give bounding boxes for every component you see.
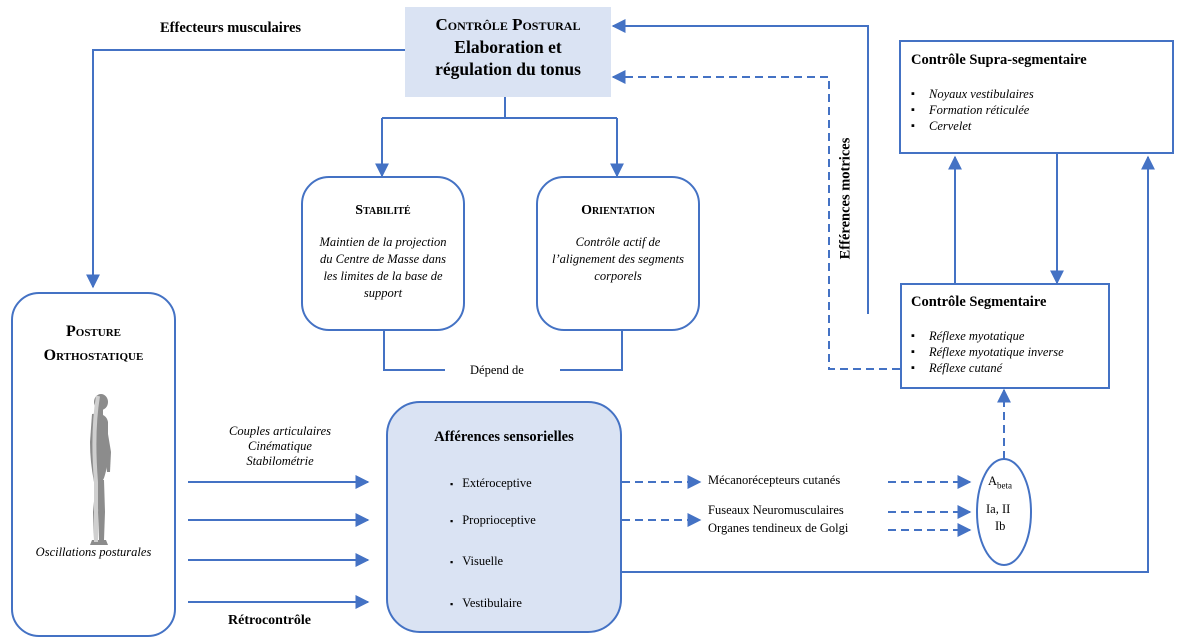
retrocontrole-label: Rétrocontrôle bbox=[228, 613, 311, 628]
posture-box: Posture Orthostatique Oscillations postu… bbox=[11, 292, 176, 637]
efferences-label: Efférences motrices bbox=[837, 137, 854, 260]
posture-title-2: Orthostatique bbox=[43, 347, 144, 364]
segmentaire-box: Contrôle Segmentaire Réflexe myotatique … bbox=[900, 283, 1110, 389]
controle-postural-line1: Elaboration et bbox=[454, 37, 562, 57]
posture-title-1: Posture bbox=[65, 323, 121, 340]
orientation-box: Orientation Contrôle actif de l’aligneme… bbox=[536, 176, 700, 331]
controle-postural-line2: régulation du tonus bbox=[435, 59, 581, 79]
oscillations-label: Oscillations posturales bbox=[35, 545, 152, 559]
afferences-item-2: ▪Proprioceptive bbox=[450, 513, 536, 527]
inputs-label: Couples articulaires Cinématique Stabilo… bbox=[190, 424, 370, 469]
stabilite-text: Maintien de la projection du Centre de M… bbox=[319, 235, 447, 300]
list-item: Réflexe myotatique inverse bbox=[911, 344, 1108, 360]
list-item: Réflexe cutané bbox=[911, 360, 1108, 376]
arrow-efferences-dashed bbox=[611, 70, 900, 370]
list-item: Noyaux vestibulaires bbox=[911, 86, 1172, 102]
supra-segmentaire-title: Contrôle Supra-segmentaire bbox=[911, 52, 1087, 68]
afferences-item-3: ▪Visuelle bbox=[450, 554, 504, 568]
depend-line-right bbox=[560, 330, 623, 371]
stabilite-box: Stabilité Maintien de la projection du C… bbox=[301, 176, 465, 331]
receptor-fuseaux: Fuseaux Neuromusculaires bbox=[708, 503, 844, 517]
afferences-item-1: ▪Extéroceptive bbox=[450, 476, 532, 490]
fiber-ib: Ib bbox=[995, 519, 1006, 533]
inputs-line-2: Cinématique bbox=[248, 439, 312, 453]
arrow-segmentaire-to-postural bbox=[611, 19, 869, 314]
fiber-ia-ii: Ia, II bbox=[986, 502, 1011, 516]
orientation-text: Contrôle actif de l’alignement des segme… bbox=[552, 235, 684, 283]
arrow-aff-to-supra bbox=[622, 155, 1155, 573]
inputs-line-1: Couples articulaires bbox=[229, 424, 331, 438]
inputs-line-3: Stabilométrie bbox=[246, 454, 314, 468]
list-item: Formation réticulée bbox=[911, 102, 1172, 118]
afferences-title: Afférences sensorielles bbox=[434, 429, 574, 445]
branch-line bbox=[382, 97, 617, 119]
list-item: Cervelet bbox=[911, 118, 1172, 134]
orientation-title: Orientation bbox=[581, 203, 655, 218]
arrow-effecteurs bbox=[86, 49, 405, 289]
stabilite-title: Stabilité bbox=[355, 203, 411, 218]
depend-line-left bbox=[383, 330, 445, 371]
afferences-box: Afférences sensorielles ▪Extéroceptive ▪… bbox=[386, 401, 622, 633]
fibers-oval bbox=[976, 458, 1032, 566]
standing-person-icon bbox=[90, 394, 111, 545]
controle-postural-title: Contrôle Postural bbox=[435, 15, 581, 34]
segmentaire-list: Réflexe myotatique Réflexe myotatique in… bbox=[911, 328, 1108, 376]
list-item: Réflexe myotatique bbox=[911, 328, 1108, 344]
depend-de-label: Dépend de bbox=[470, 363, 524, 377]
afferences-item-4: ▪Vestibulaire bbox=[450, 596, 522, 610]
receptor-meca: Mécanorécepteurs cutanés bbox=[708, 473, 841, 487]
receptor-golgi: Organes tendineux de Golgi bbox=[708, 521, 849, 535]
controle-postural-box: Contrôle Postural Elaboration et régulat… bbox=[405, 7, 611, 97]
supra-segmentaire-box: Contrôle Supra-segmentaire Noyaux vestib… bbox=[899, 40, 1174, 154]
fiber-abeta: Abeta bbox=[988, 474, 1013, 491]
segmentaire-title: Contrôle Segmentaire bbox=[911, 294, 1047, 310]
supra-list: Noyaux vestibulaires Formation réticulée… bbox=[911, 86, 1172, 134]
effecteurs-label: Effecteurs musculaires bbox=[160, 20, 302, 36]
